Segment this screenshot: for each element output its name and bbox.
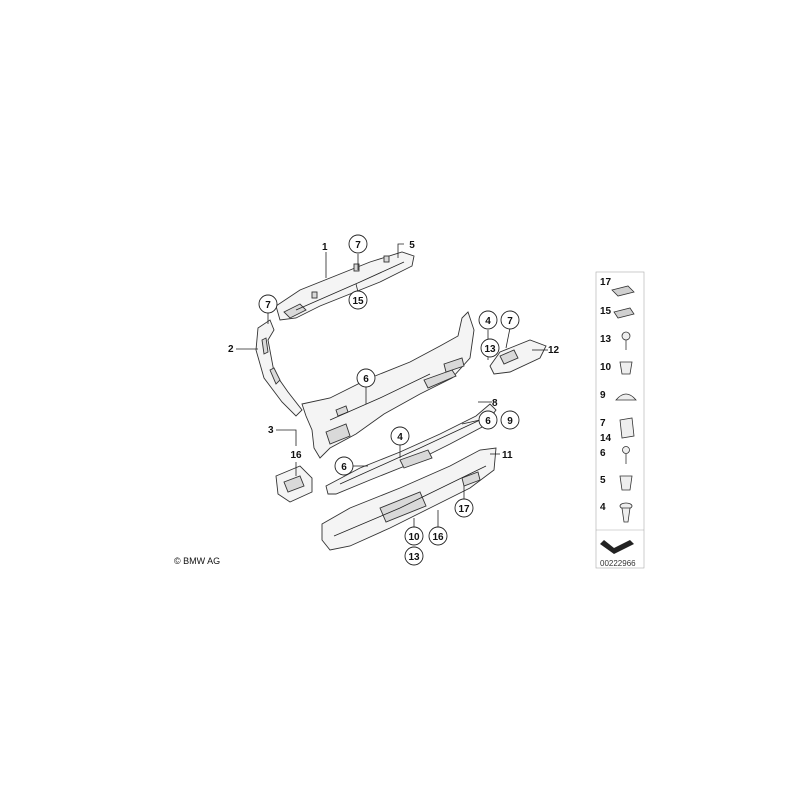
legend-label-6: 14 [600, 433, 612, 444]
callout-13-right: 13 [484, 344, 496, 355]
callout-6-right: 6 [485, 416, 491, 427]
callout-7-top: 7 [355, 240, 361, 251]
plastic-nut-icon [619, 475, 633, 491]
small-screw-icon [622, 446, 630, 464]
callout-4-right: 4 [485, 316, 491, 327]
callout-7-left: 7 [265, 300, 271, 311]
callout-9: 9 [507, 416, 513, 427]
part-12-bracket [489, 339, 547, 375]
legend-label-2: 13 [600, 334, 612, 345]
part-left-side-trim [255, 319, 303, 417]
screw-icon [621, 331, 631, 350]
callout-13-bottom: 13 [408, 552, 420, 563]
callout-11: 11 [502, 450, 513, 461]
callout-7-right: 7 [507, 316, 513, 327]
legend-label-4: 9 [600, 390, 606, 401]
callouts: 1 2 3 8 11 12 7 5 15 7 6 16 4 6 4 7 13 6… [228, 234, 560, 566]
cap-icon [611, 285, 635, 297]
callout-17: 17 [458, 504, 470, 515]
callout-16-bottom: 16 [432, 532, 444, 543]
callout-12: 12 [548, 345, 560, 356]
bracket-arrow-icon [600, 540, 634, 554]
callout-6-center: 6 [363, 374, 369, 385]
callout-16-left: 16 [290, 450, 302, 461]
callout-15: 15 [352, 296, 364, 307]
pad-icon [613, 307, 635, 319]
legend-label-8: 5 [600, 475, 606, 486]
fastener-legend: 17 15 13 10 9 7 14 6 5 4 [595, 271, 645, 569]
legend-label-3: 10 [600, 362, 612, 373]
callout-4-center: 4 [397, 432, 403, 443]
callout-8: 8 [492, 398, 498, 409]
legend-label-0: 17 [600, 277, 612, 288]
callout-10: 10 [408, 532, 420, 543]
diagram-reference-number: 00222966 [600, 559, 636, 568]
callout-5: 5 [409, 240, 415, 251]
callout-3: 3 [268, 425, 274, 436]
callout-1: 1 [322, 242, 328, 253]
expansion-nut-icon [619, 361, 633, 375]
copyright-label: © BMW AG [174, 556, 220, 566]
legend-label-9: 4 [600, 502, 606, 513]
callout-6-lower: 6 [341, 462, 347, 473]
rivet-icon [619, 502, 633, 523]
part-16-cover [275, 465, 313, 503]
part-tailgate-panel [301, 311, 475, 459]
legend-label-1: 15 [600, 306, 612, 317]
grommet-icon [615, 393, 637, 401]
callout-2: 2 [228, 344, 234, 355]
clip-nut-icon [619, 417, 635, 439]
legend-label-7: 6 [600, 448, 606, 459]
part-upper-trim-strip [275, 251, 415, 321]
part-11-lower-panel [321, 447, 497, 551]
legend-label-5: 7 [600, 418, 606, 429]
